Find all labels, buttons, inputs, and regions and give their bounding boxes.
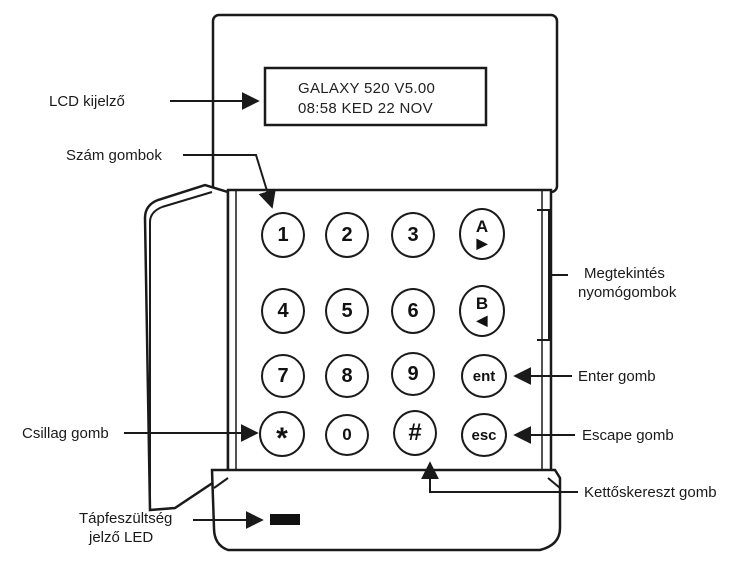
key-b-label: B [475,293,489,313]
label-lcd: LCD kijelző [49,93,125,110]
key-6[interactable]: 6 [391,288,435,334]
triangle-right-icon: ▶ [476,234,488,251]
key-a-view-forward[interactable]: A ▶ [459,208,505,260]
key-b-view-back[interactable]: B ◀ [459,285,505,337]
label-led-1: Tápfeszültség [79,510,173,527]
lcd-window [263,66,488,127]
keypad-base [210,468,562,552]
label-led-2: jelző LED [89,529,154,546]
star-key[interactable]: * [259,411,305,457]
lcd-line-1: GALAXY 520 V5.00 [298,80,436,97]
key-7[interactable]: 7 [261,354,305,398]
key-5[interactable]: 5 [325,288,369,334]
label-view-keys-1: Megtekintés [584,265,665,282]
key-4[interactable]: 4 [261,288,305,334]
triangle-left-icon: ◀ [476,311,488,328]
label-view-keys-2: nyomógombok [578,284,677,301]
key-a-label: A [475,216,489,236]
power-led [270,514,300,525]
label-hash: Kettőskereszt gomb [584,484,717,501]
key-2[interactable]: 2 [325,212,369,258]
key-9[interactable]: 9 [391,352,435,396]
side-flap [143,183,230,512]
arrow-numbers [183,154,276,209]
key-1[interactable]: 1 [261,212,305,258]
arrow-hash [421,461,578,493]
key-3[interactable]: 3 [391,212,435,258]
lcd-line-2: 08:58 KED 22 NOV [298,100,433,117]
escape-key[interactable]: esc [461,413,507,457]
label-star: Csillag gomb [22,425,109,442]
label-number-keys: Szám gombok [66,147,162,164]
key-0[interactable]: 0 [325,414,369,456]
enter-key[interactable]: ent [461,354,507,398]
key-8[interactable]: 8 [325,354,369,398]
label-escape: Escape gomb [582,427,674,444]
hash-key[interactable]: # [393,410,437,456]
label-enter: Enter gomb [578,368,656,385]
